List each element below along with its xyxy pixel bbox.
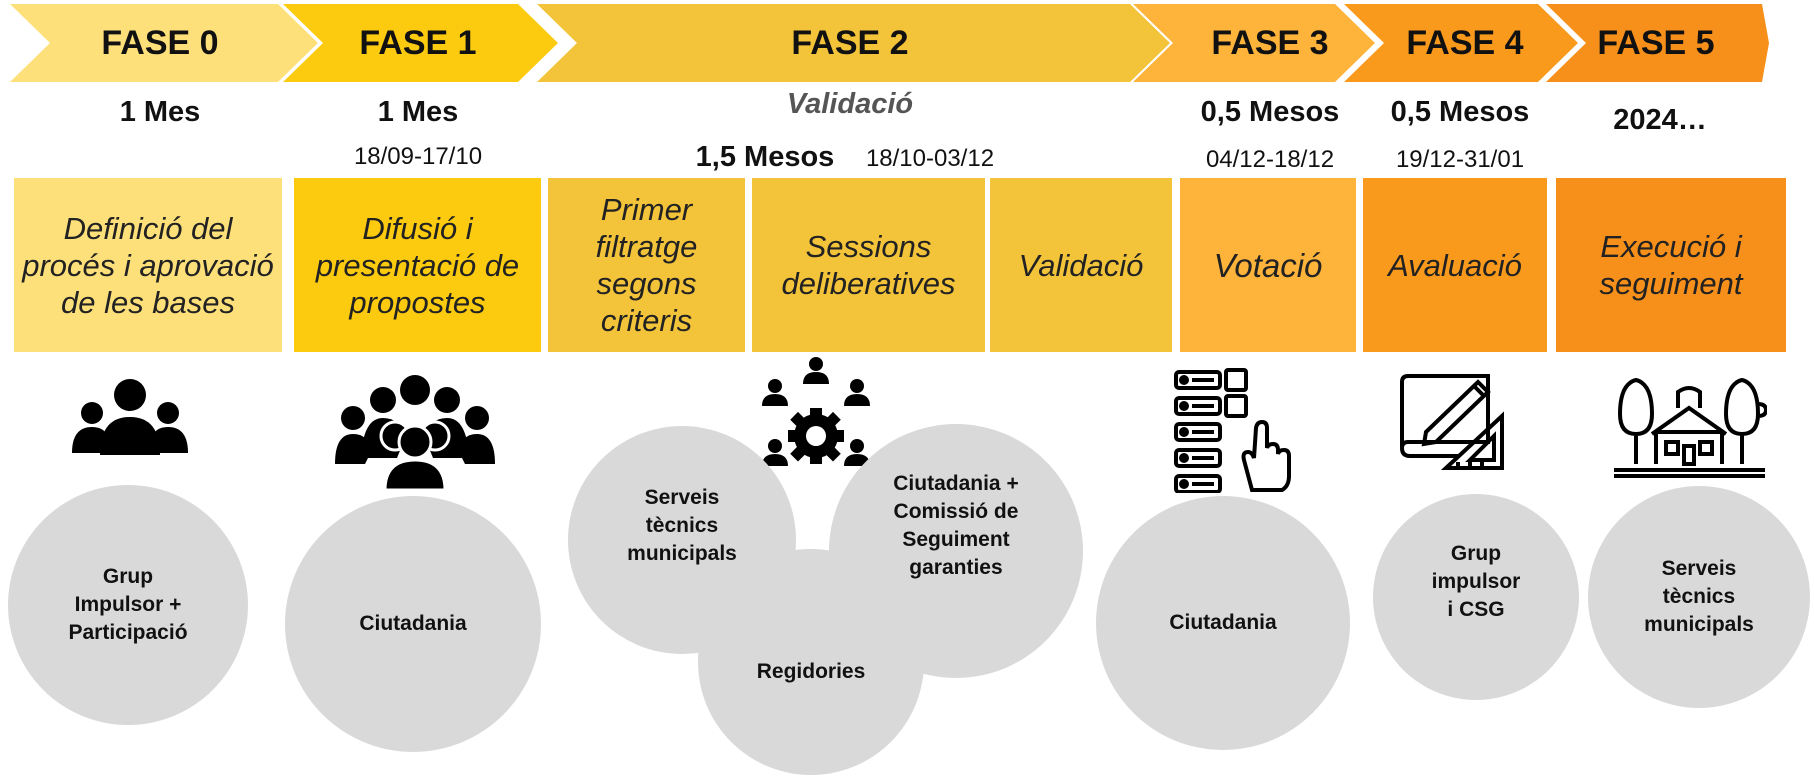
phase-4-chevron [1344,4,1578,82]
phase-2-subtitle: Validació [786,88,914,120]
phase-5-duration: 2024… [1613,104,1707,136]
activity-filtratge: Primer filtratge segons criteris [548,178,745,352]
activity-definicio: Definició del procés i aprovació de les … [14,178,282,352]
activity-avaluacio: Avaluació [1363,178,1547,352]
activity-difusio: Difusió i presentació de propostes [294,178,541,352]
actor-circle-serveis-tecnics-phase5: Serveis tècnics municipals [1588,486,1810,708]
phase-2-title: FASE 2 [791,23,909,62]
actor-circle-grup-impulsor: Grup Impulsor + Participació [8,485,248,725]
activity-votacio: Votació [1180,178,1356,352]
phase-1-date: 18/09-17/10 [353,143,483,170]
actor-circle-ciutadania-phase3: Ciutadania [1096,496,1350,750]
phase-4-duration: 0,5 Mesos [1390,96,1530,128]
activity-sessions: Sessions deliberatives [752,178,985,352]
actor-circle-grup-impulsor-csg: Grup impulsor i CSG [1373,494,1579,700]
phase-5-chevron [1546,4,1769,82]
phase-4-date: 19/12-31/01 [1395,146,1525,173]
phase-2-date: 18/10-03/12 [865,145,995,172]
phase-3-chevron [1133,4,1375,82]
phase-0-chevron [10,4,318,82]
people-around-gear-icon [755,356,877,489]
phase-3-duration: 0,5 Mesos [1200,96,1340,128]
town-building-trees-icon [1612,374,1769,489]
activity-validacio: Validació [990,178,1172,352]
phase-4-title: FASE 4 [1406,23,1524,62]
phase-1-duration: 1 Mes [377,96,459,128]
crowd-icon [335,372,495,495]
phase-1-title: FASE 1 [359,23,477,62]
actor-circle-regidories: Regidories [698,549,924,775]
phase-3-title: FASE 3 [1211,23,1329,62]
phase-timeline-arrows [10,4,1769,82]
phase-3-date: 04/12-18/12 [1205,146,1335,173]
phase-0-title: FASE 0 [101,23,219,62]
phase-5-title: FASE 5 [1597,23,1715,62]
phase-2-duration: 1,5 Mesos [695,141,835,173]
group-of-people-icon [70,375,190,465]
voting-checklist-icon [1172,368,1297,498]
planning-blueprint-icon [1398,372,1508,477]
actor-circle-ciutadania-phase1: Ciutadania [285,496,541,752]
activity-execucio: Execució i seguiment [1556,178,1786,352]
phase-1-chevron [283,4,558,82]
phase-0-duration: 1 Mes [119,96,201,128]
phase-2-chevron [537,4,1170,82]
